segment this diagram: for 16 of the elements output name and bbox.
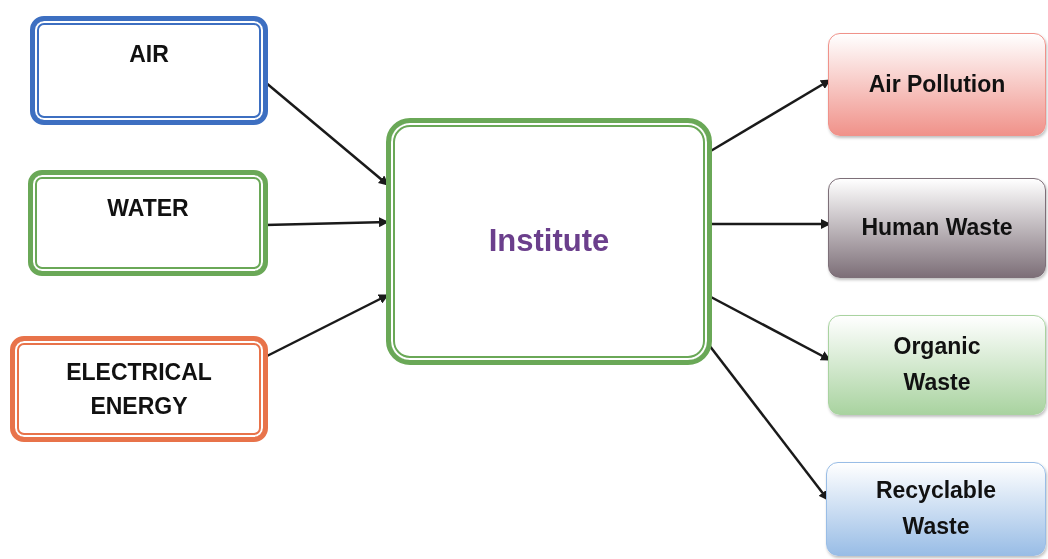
output-box (828, 315, 1046, 415)
output-box (826, 462, 1046, 556)
label-text: ELECTRICAL ENERGY (65, 357, 213, 421)
label-text: Recyclable Waste (874, 476, 998, 541)
input-box (30, 16, 268, 125)
input-box (28, 170, 268, 276)
label-text: Organic Waste (892, 332, 982, 397)
label-text: AIR (129, 40, 169, 69)
label-text: WATER (107, 194, 189, 223)
input-box (10, 336, 268, 442)
label-text: Human Waste (861, 213, 1013, 243)
title-text: Institute (488, 222, 610, 261)
process-box (386, 118, 712, 365)
output-box (828, 33, 1046, 136)
output-box (828, 178, 1046, 278)
label-text: Air Pollution (868, 69, 1006, 99)
